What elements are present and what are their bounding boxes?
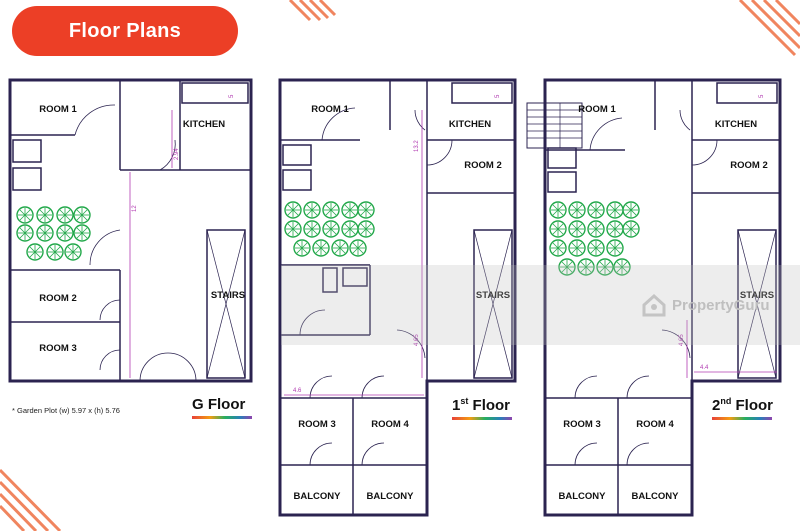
f2-floor-title-block: 2nd Floor [712, 396, 773, 420]
f1-dim-short: 4.65 [414, 334, 420, 346]
watermark-band [281, 265, 800, 345]
g-room1-label: ROOM 1 [39, 104, 77, 115]
watermark: PropertyGuru [641, 292, 770, 318]
f2-floor-title: 2nd Floor [712, 396, 773, 414]
f1-balcony-right-label: BALCONY [367, 491, 415, 502]
g-dim-small: 5 [229, 94, 235, 98]
ground-floor-plan [8, 78, 253, 383]
f2-ordinal: 2 [712, 397, 721, 414]
f1-floor-title-block: 1st Floor [452, 396, 512, 420]
f1-balcony-left-label: BALCONY [294, 491, 342, 502]
f2-dim-short: 4.65 [679, 334, 685, 346]
f1-ordinal: 1 [452, 397, 461, 414]
f2-dim-small: 5 [759, 94, 765, 98]
f1-floor-word: Floor [472, 397, 511, 414]
garden-plot-note: * Garden Plot (w) 5.97 x (h) 5.76 [12, 406, 120, 415]
second-floor-plan [526, 78, 782, 517]
first-garden-trees [284, 201, 375, 257]
f2-dim-width: 4.4 [700, 365, 709, 371]
g-room3-label: ROOM 3 [39, 343, 76, 354]
f1-room4-label: ROOM 4 [371, 419, 409, 430]
f1-dim-width: 4.6 [293, 388, 302, 394]
f1-room3-label: ROOM 3 [298, 419, 335, 430]
g-room2-label: ROOM 2 [39, 293, 76, 304]
house-icon [642, 293, 666, 317]
f2-ordinal-suffix: nd [720, 396, 732, 406]
f2-floor-word: Floor [735, 397, 774, 414]
f1-floor-underline [452, 417, 512, 420]
f1-room2-label: ROOM 2 [464, 160, 501, 171]
f1-stairs-label: STAIRS [476, 290, 510, 301]
f2-balcony-left-label: BALCONY [559, 491, 607, 502]
f2-room3-label: ROOM 3 [563, 419, 600, 430]
g-dim-long: 12 [132, 205, 138, 212]
g-floor-title: G Floor [192, 396, 246, 413]
f1-floor-title: 1st Floor [452, 396, 512, 414]
g-floor-title-block: G Floor [192, 396, 252, 419]
watermark-text: PropertyGuru [672, 296, 770, 314]
first-floor-plan [278, 78, 517, 517]
g-stairs-label: STAIRS [211, 290, 245, 301]
f2-kitchen-label: KITCHEN [715, 119, 757, 130]
page-title: Floor Plans [12, 6, 238, 56]
f2-floor-underline [712, 417, 772, 420]
f1-room1-label: ROOM 1 [311, 104, 349, 115]
f1-dim-small: 5 [495, 94, 501, 98]
g-dim-short: 2.94 [174, 148, 180, 160]
f1-kitchen-label: KITCHEN [449, 119, 491, 130]
f2-room1-label: ROOM 1 [578, 104, 616, 115]
ground-garden-trees [16, 206, 91, 261]
f2-balcony-right-label: BALCONY [632, 491, 680, 502]
g-kitchen-label: KITCHEN [183, 119, 225, 130]
f2-stairs-label: STAIRS [740, 290, 774, 301]
g-floor-underline [192, 416, 252, 419]
f1-ordinal-suffix: st [460, 396, 469, 406]
f2-room2-label: ROOM 2 [730, 160, 767, 171]
f2-room4-label: ROOM 4 [636, 419, 674, 430]
f1-dim-long: 13.2 [414, 140, 420, 152]
